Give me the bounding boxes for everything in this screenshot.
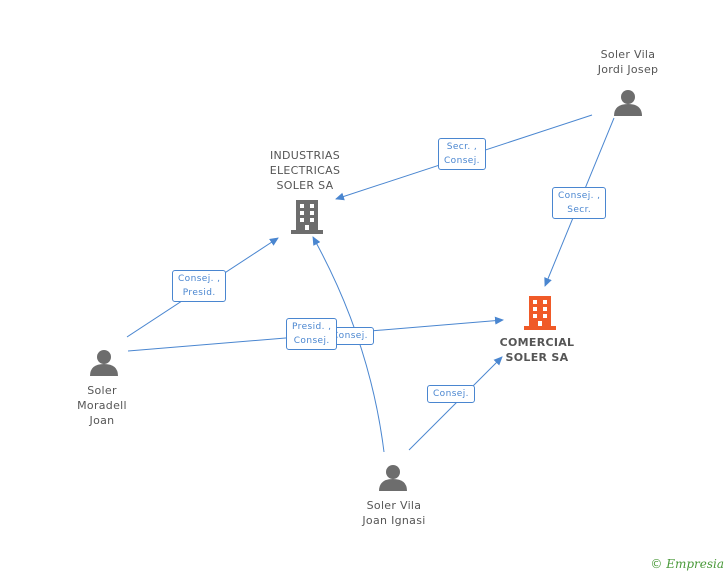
edge-label-ignasi-comercial: Consej. [427,385,475,403]
copyright-icon: © [650,557,663,571]
building-icon [524,296,556,330]
edge-label-moradell-comercial: Presid. , Consej. [286,318,338,350]
edge-label-jordi-industrias: Secr. , Consej. [438,138,486,170]
person-icon [379,465,407,491]
edge-ignasi-comercial [408,356,503,451]
edge-label-jordi-comercial: Consej. , Secr. [552,187,607,219]
brand-name: Empresia [666,557,724,571]
brand-logo[interactable]: © Empresia [650,557,724,571]
person-icon [614,90,642,116]
node-label-industrias[interactable]: INDUSTRIAS ELECTRICAS SOLER SA [269,149,341,192]
node-label-comercial[interactable]: COMERCIAL SOLER SA [499,336,575,364]
node-label-moradell[interactable]: Soler Moradell Joan [77,384,127,427]
person-icon [90,350,118,376]
node-label-ignasi[interactable]: Soler Vila Joan Ignasi [362,499,426,527]
building-icon [291,200,323,234]
node-label-jordi[interactable]: Soler Vila Jordi Josep [597,48,659,76]
edge-label-moradell-industrias: Consej. , Presid. [172,270,227,302]
